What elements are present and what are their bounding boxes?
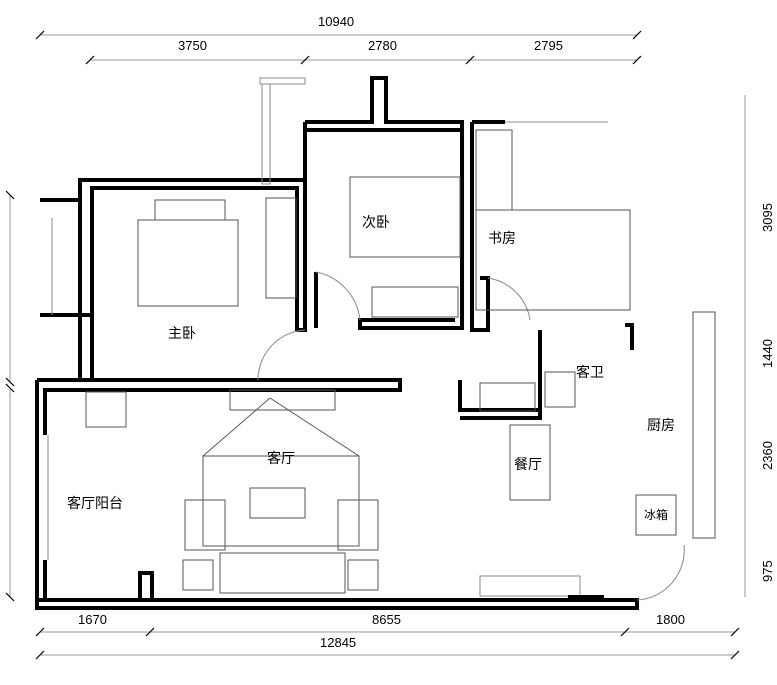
fridge bbox=[635, 494, 677, 536]
master-bed bbox=[137, 219, 239, 307]
dimension-lines bbox=[5, 30, 746, 660]
kitchen-counter bbox=[692, 311, 716, 539]
dim-right-2: 1440 bbox=[760, 339, 775, 368]
room-label-fridge: 冰箱 bbox=[644, 507, 668, 522]
dim-top-3: 2795 bbox=[534, 38, 563, 53]
dim-right-3: 2360 bbox=[760, 441, 775, 470]
room-label-study: 书房 bbox=[488, 230, 516, 246]
dim-top-2: 2780 bbox=[368, 38, 397, 53]
dim-top-1: 3750 bbox=[178, 38, 207, 53]
tv-cabinet bbox=[229, 389, 336, 411]
dim-right-1: 3095 bbox=[760, 203, 775, 232]
wardrobe bbox=[371, 286, 459, 318]
room-label-kitchen: 厨房 bbox=[647, 417, 675, 433]
dim-top-total: 10940 bbox=[318, 14, 354, 29]
coffee-table bbox=[249, 487, 306, 519]
dim-bottom-3: 1800 bbox=[656, 612, 685, 627]
second-bed bbox=[349, 176, 461, 258]
room-label-living: 客厅 bbox=[267, 450, 295, 466]
dim-bottom-2: 8655 bbox=[372, 612, 401, 627]
room-label-master-bedroom: 主卧 bbox=[168, 325, 196, 341]
dim-right-4: 975 bbox=[760, 560, 775, 582]
walls bbox=[35, 76, 639, 610]
basin bbox=[479, 382, 536, 412]
toilet bbox=[544, 371, 576, 408]
room-label-dining: 餐厅 bbox=[514, 456, 542, 472]
washing-machine bbox=[85, 391, 127, 428]
room-label-living-balcony: 客厅阳台 bbox=[67, 495, 123, 511]
dining-table bbox=[509, 424, 551, 501]
dim-bottom-1: 1670 bbox=[78, 612, 107, 627]
room-label-second-bedroom: 次卧 bbox=[362, 214, 390, 230]
windows bbox=[47, 77, 685, 601]
room-label-guest-bathroom: 客卫 bbox=[576, 364, 604, 380]
wardrobe bbox=[265, 197, 297, 299]
rug bbox=[202, 455, 360, 547]
furniture bbox=[85, 129, 716, 594]
dim-bottom-total: 12845 bbox=[320, 635, 356, 650]
sofa bbox=[219, 552, 346, 594]
